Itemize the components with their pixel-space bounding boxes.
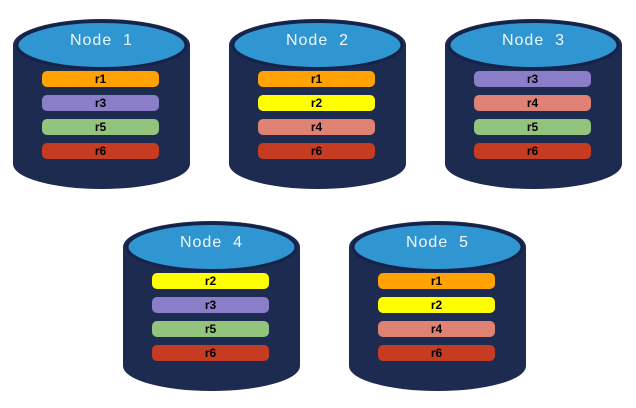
replica-label: r1 (430, 274, 443, 288)
cylinder-top (447, 20, 620, 70)
replica-bar: r4 (378, 321, 495, 337)
node-cylinder-4: Node 4 r2 r3 r5 r6 (123, 221, 300, 391)
replica-bar: r6 (152, 345, 269, 361)
replica-bar: r3 (42, 95, 159, 111)
replica-list: r2 r3 r5 r6 (123, 221, 300, 391)
replica-label: r6 (310, 144, 323, 158)
node-cylinder-5: Node 5 r1 r2 r4 r6 (349, 221, 526, 391)
replica-bar: r6 (258, 143, 375, 159)
replica-bar: r4 (474, 95, 591, 111)
replica-label: r2 (310, 96, 323, 110)
replica-label: r3 (204, 298, 217, 312)
replica-label: r6 (94, 144, 107, 158)
replica-bar: r4 (258, 119, 375, 135)
replica-bar: r5 (42, 119, 159, 135)
node-title: Node 5 (405, 234, 470, 251)
replica-label: r5 (204, 322, 217, 336)
replica-list: r1 r2 r4 r6 (229, 19, 406, 189)
cylinder-top (231, 20, 404, 70)
replica-list: r1 r3 r5 r6 (13, 19, 190, 189)
replica-bar: r6 (378, 345, 495, 361)
replica-list: r3 r4 r5 r6 (445, 19, 622, 189)
replica-label: r4 (430, 322, 443, 336)
replica-bar: r2 (258, 95, 375, 111)
replica-bar: r5 (474, 119, 591, 135)
replica-label: r2 (204, 274, 217, 288)
replica-label: r4 (526, 96, 539, 110)
node-title: Node 3 (501, 32, 566, 49)
replica-bar: r1 (42, 71, 159, 87)
node-title: Node 4 (179, 234, 244, 251)
node-cylinder-3: Node 3 r3 r4 r5 r6 (445, 19, 622, 189)
replica-label: r2 (430, 298, 443, 312)
replica-list: r1 r2 r4 r6 (349, 221, 526, 391)
replica-label: r5 (526, 120, 539, 134)
replica-label: r4 (310, 120, 323, 134)
replica-label: r1 (310, 72, 323, 86)
replica-label: r6 (526, 144, 539, 158)
node-title: Node 2 (285, 32, 350, 49)
replica-label: r5 (94, 120, 107, 134)
replica-label: r3 (526, 72, 539, 86)
replica-label: r6 (430, 346, 443, 360)
node-cylinder-2: Node 2 r1 r2 r4 r6 (229, 19, 406, 189)
replica-bar: r1 (378, 273, 495, 289)
node-title: Node 1 (69, 32, 134, 49)
replica-bar: r3 (474, 71, 591, 87)
replica-label: r3 (94, 96, 107, 110)
replica-bar: r5 (152, 321, 269, 337)
replica-bar: r2 (152, 273, 269, 289)
replica-bar: r2 (378, 297, 495, 313)
replica-bar: r6 (42, 143, 159, 159)
replica-bar: r3 (152, 297, 269, 313)
node-cylinder-1: Node 1 r1 r3 r5 r6 (13, 19, 190, 189)
cylinder-top (351, 222, 524, 272)
cylinder-top (15, 20, 188, 70)
replica-bar: r6 (474, 143, 591, 159)
replica-label: r1 (94, 72, 107, 86)
cylinder-top (125, 222, 298, 272)
replica-label: r6 (204, 346, 217, 360)
replica-bar: r1 (258, 71, 375, 87)
